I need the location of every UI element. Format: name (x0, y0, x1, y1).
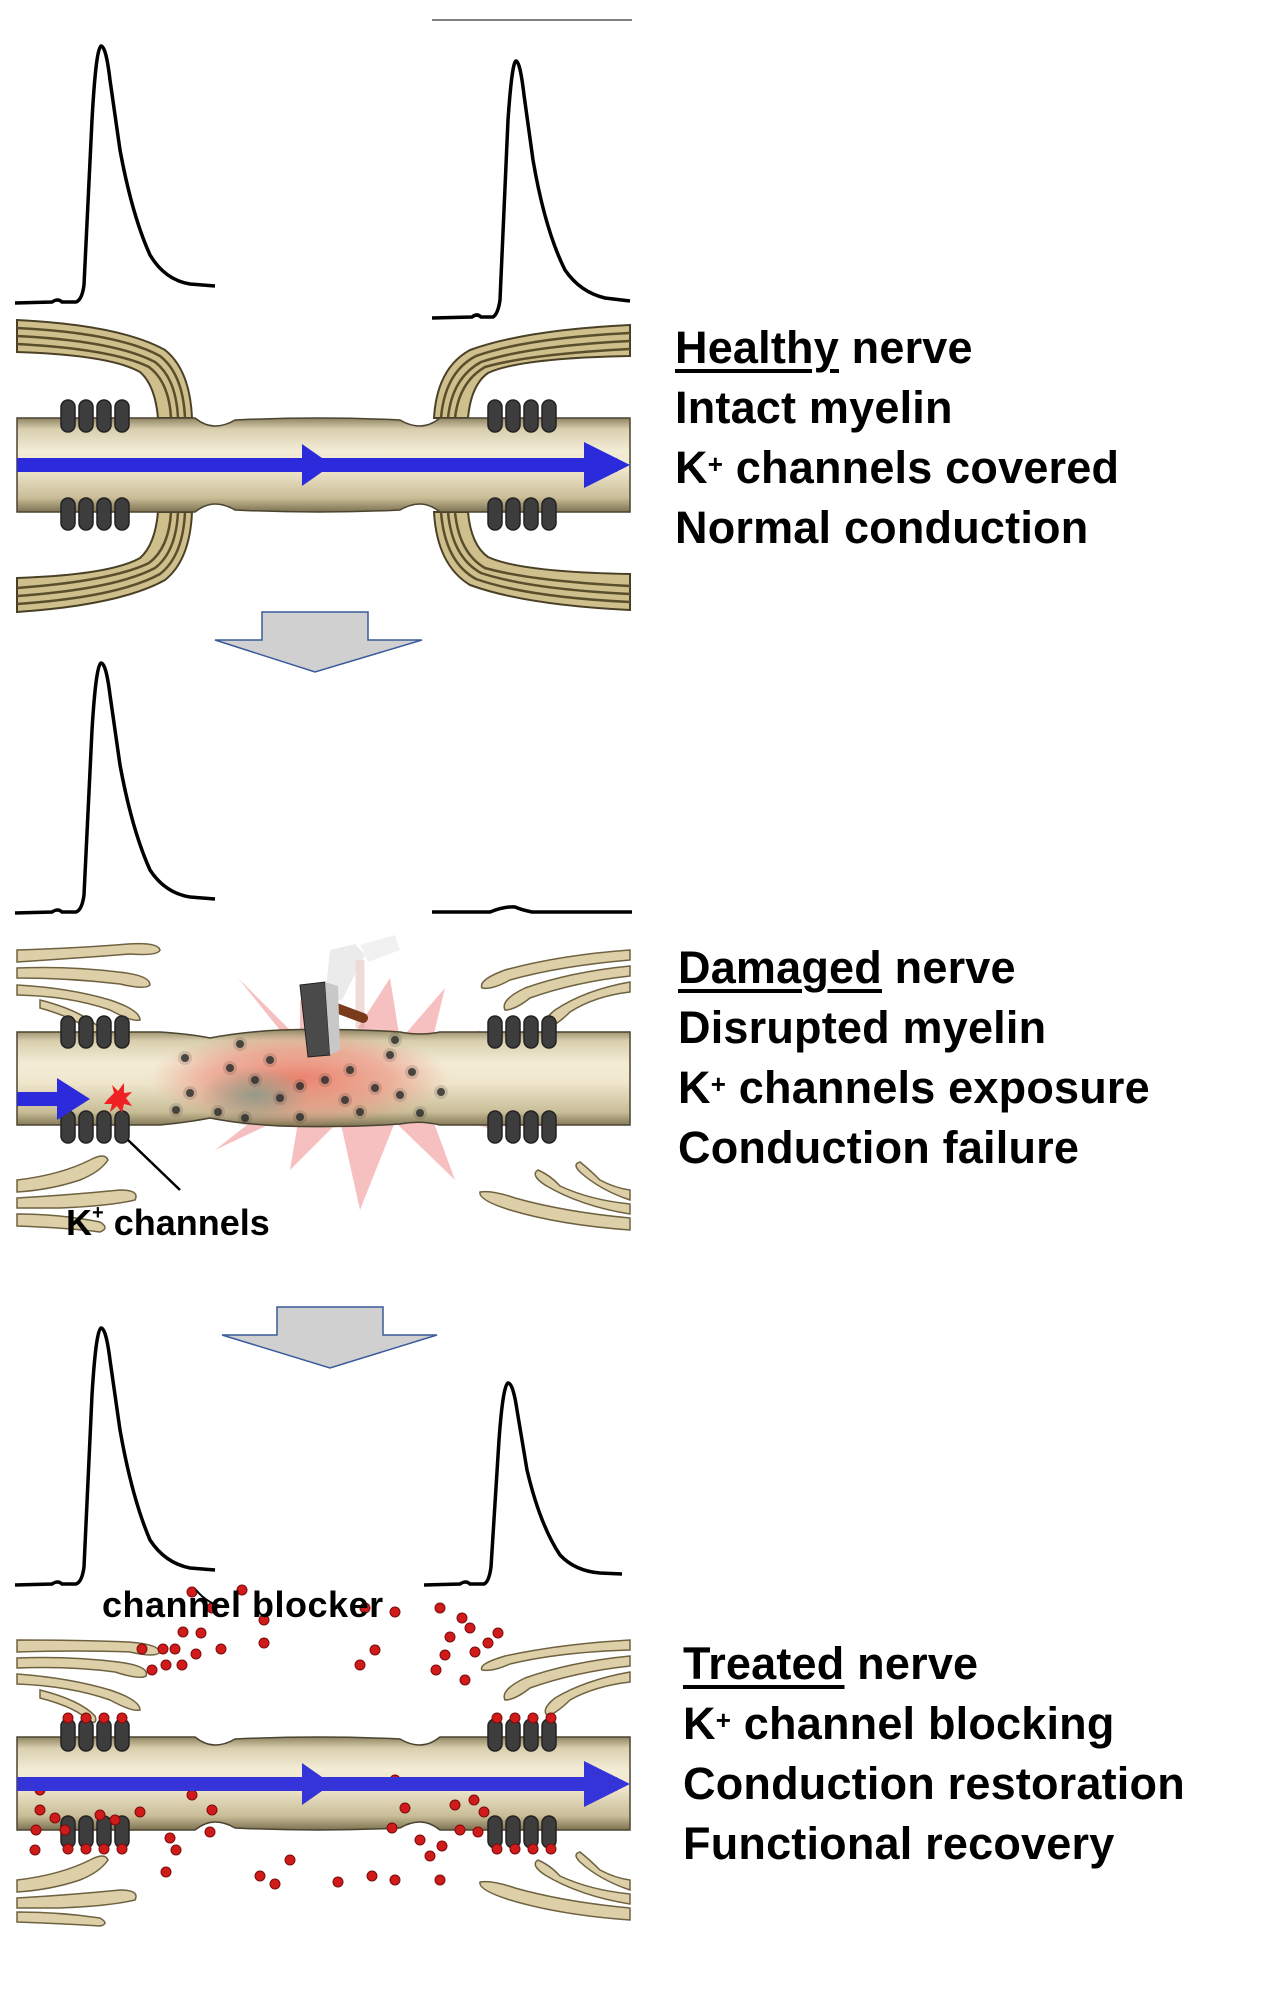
conduction-arrow (17, 442, 630, 488)
line-k-channel-blocking: K+ channel blocking (683, 1698, 1115, 1749)
conduction-block-spark-icon (104, 1083, 132, 1113)
line-functional-recovery: Functional recovery (683, 1818, 1115, 1869)
action-potential-trace-right-flat (432, 905, 632, 914)
action-potential-trace-right (423, 1381, 623, 1587)
label-k-channels: K+ channels (66, 1202, 270, 1243)
label-channel-blocker: channel blocker (102, 1584, 384, 1625)
line-k-channels-exposure: K+ channels exposure (678, 1062, 1150, 1113)
heading-healthy: Healthy nerve (675, 322, 973, 373)
flow-arrow-down-1 (214, 611, 423, 673)
action-potential-trace-left (14, 44, 216, 305)
myelin-disrupted (16, 1639, 631, 1927)
heading-treated: Treated nerve (683, 1638, 979, 1689)
text-panel-damaged: Damaged nerve Disrupted myelin K+ channe… (678, 938, 1150, 1178)
k-channels-callout-line (127, 1139, 181, 1191)
line-conduction-restoration: Conduction restoration (683, 1758, 1185, 1809)
conduction-arrow (17, 1761, 630, 1807)
line-disrupted-myelin: Disrupted myelin (678, 1002, 1047, 1053)
text-panel-treated: Treated nerve K+ channel blocking Conduc… (683, 1634, 1185, 1874)
line-conduction-failure: Conduction failure (678, 1122, 1080, 1173)
myelin-sheath-right (432, 323, 631, 612)
action-potential-trace-left (14, 661, 216, 915)
line-intact-myelin: Intact myelin (675, 382, 953, 433)
line-normal-conduction: Normal conduction (675, 502, 1089, 553)
panel-damaged (14, 661, 632, 1233)
text-panel-healthy: Healthy nerve Intact myelin K+ channels … (675, 318, 1119, 558)
panel-treated (14, 1326, 631, 1927)
line-k-channels-covered: K+ channels covered (675, 442, 1120, 493)
action-potential-trace-left (14, 1326, 216, 1587)
flow-arrow-down-2 (221, 1306, 438, 1369)
myelin-sheath-left (16, 318, 194, 614)
heading-damaged: Damaged nerve (678, 942, 1016, 993)
panel-healthy (14, 19, 632, 614)
action-potential-trace-right (431, 59, 631, 320)
blocked-conduction-arrow (17, 1078, 132, 1120)
channel-blocker-callout-line (195, 1589, 223, 1607)
hammer-icon (299, 935, 400, 1058)
